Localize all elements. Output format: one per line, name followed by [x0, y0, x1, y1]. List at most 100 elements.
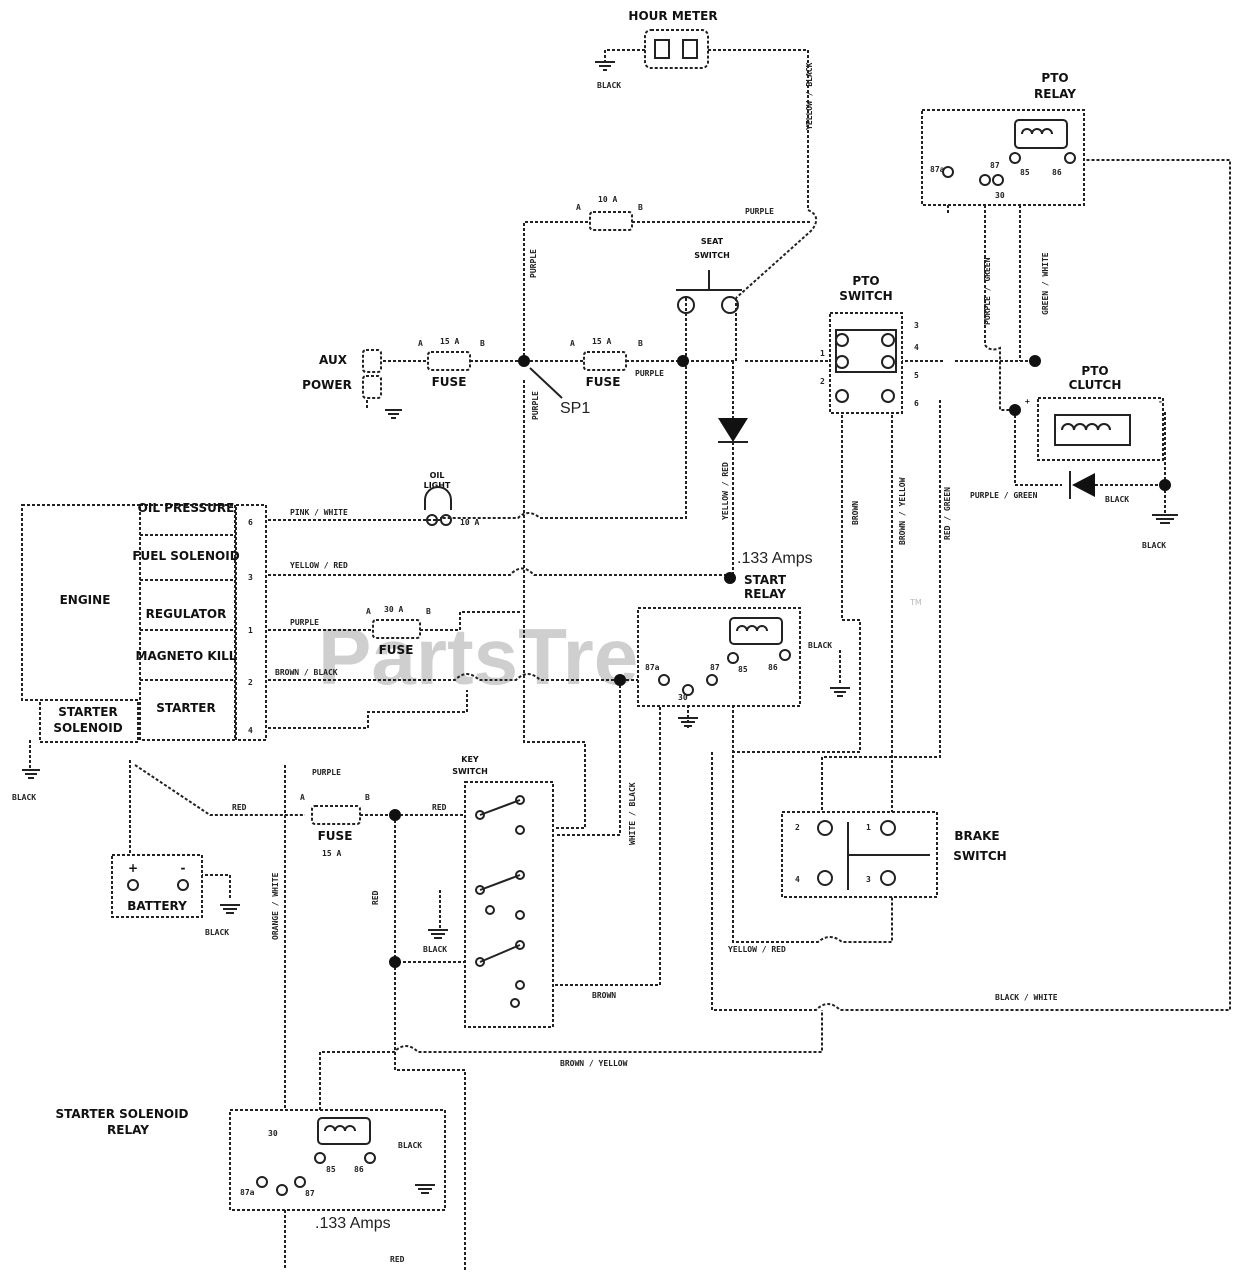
pto-relay-pin-87a: 87a — [930, 165, 945, 174]
wire-brown-key: BROWN — [592, 991, 616, 1000]
ss-relay-pin-86: 86 — [354, 1165, 364, 1174]
wire-red-battery: RED — [232, 803, 247, 812]
wire-black-key: BLACK — [423, 945, 447, 954]
bat-fuse-rating: 15 A — [322, 849, 341, 858]
hour-fuse-a: A — [576, 203, 581, 212]
junction-clutch — [1009, 404, 1021, 416]
ss-relay-ground-wire: BLACK — [398, 1141, 422, 1150]
diode — [718, 418, 748, 442]
oil-light-label-1: OIL — [430, 471, 445, 480]
wire-purple-reg: PURPLE — [290, 618, 319, 627]
junction-start — [724, 572, 736, 584]
main-fuse-rating: 15 A — [592, 337, 611, 346]
oil-light-amps: 10 A — [460, 518, 479, 527]
start-relay-ground-wire: BLACK — [808, 641, 832, 650]
bat-fuse-b: B — [365, 793, 370, 802]
pto-relay-label-1: PTO — [1041, 71, 1068, 85]
pto-relay: PTO RELAY 87a 30 85 86 87 — [921, 71, 1085, 206]
battery-ground-wire: BLACK — [205, 928, 229, 937]
hour-meter-ground-wire: BLACK — [597, 81, 621, 90]
wire-purple-starter: PURPLE — [312, 768, 341, 777]
terminal-label-fuel: FUEL SOLENOID — [132, 549, 239, 563]
wire-labels: PURPLE PURPLE PURPLE PURPLE YELLOW / BLA… — [232, 62, 1166, 1264]
wire-red-bottom: RED — [390, 1255, 405, 1264]
brake-pin-1: 1 — [866, 823, 871, 832]
wire-yellow-red: YELLOW / RED — [290, 561, 348, 570]
starter-solenoid-label-1: STARTER — [58, 705, 118, 719]
wire-brown-yellow-v: BROWN / YELLOW — [898, 477, 907, 545]
aux-fuse-a: A — [418, 339, 423, 348]
wire-yellow-red-v: YELLOW / RED — [721, 462, 730, 520]
wire-black-ground: BLACK — [1142, 541, 1166, 550]
aux-fuse-label: FUSE — [432, 375, 467, 389]
reg-fuse-label: FUSE — [379, 643, 414, 657]
junction-dots — [389, 355, 1171, 968]
start-relay-pin-87a: 87a — [645, 663, 660, 672]
pto-pin-3: 3 — [914, 321, 919, 330]
sp1-leader — [529, 367, 563, 399]
engine-terminals: OIL PRESSURE 6 FUEL SOLENOID 3 REGULATOR… — [132, 501, 253, 735]
engine: ENGINE STARTER SOLENOID BLACK — [12, 504, 267, 802]
start-relay: .133 Amps START RELAY 87a 30 87 85 86 BL… — [637, 550, 850, 727]
bat-fuse-a: A — [300, 793, 305, 802]
start-relay-pin-30: 30 — [678, 693, 688, 702]
ss-relay-pin-87: 87 — [305, 1189, 315, 1198]
aux-fuse: A 15 A B FUSE — [418, 337, 485, 389]
pto-pin-5: 5 — [914, 371, 919, 380]
bat-fuse-label: FUSE — [318, 829, 353, 843]
start-relay-pin-86: 86 — [768, 663, 778, 672]
hour-meter: HOUR METER BLACK — [595, 9, 718, 90]
start-relay-amps: .133 Amps — [737, 550, 813, 567]
wire-orange-white: ORANGE / WHITE — [271, 872, 280, 940]
aux-fuse-b: B — [480, 339, 485, 348]
ss-relay-pin-30: 30 — [268, 1129, 278, 1138]
junction-seat — [677, 355, 689, 367]
wire-brown: BROWN — [851, 501, 860, 525]
regulator-fuse: A 30 A B FUSE — [366, 605, 431, 657]
seat-switch: SEAT SWITCH — [676, 237, 742, 314]
brake-pin-3: 3 — [866, 875, 871, 884]
brake-pin-2: 2 — [795, 823, 800, 832]
pto-relay-label-2: RELAY — [1034, 87, 1076, 101]
wire-purple-green-2: PURPLE / GREEN — [970, 491, 1038, 500]
wire-yellow-black: YELLOW / BLACK — [805, 62, 814, 130]
junction-sp1 — [518, 355, 530, 367]
ss-relay-amps: .133 Amps — [315, 1215, 391, 1232]
terminal-pin-oil: 6 — [248, 518, 253, 527]
wire-purple-green: PURPLE / GREEN — [983, 257, 992, 325]
wire-pink-white: PINK / WHITE — [290, 508, 348, 517]
start-relay-pin-85: 85 — [738, 665, 748, 674]
engine-ground-wire: BLACK — [12, 793, 36, 802]
aux-power: AUX POWER — [302, 349, 402, 419]
battery-label: BATTERY — [127, 899, 187, 913]
wire-brown-yellow: BROWN / YELLOW — [560, 1059, 628, 1068]
reg-fuse-a: A — [366, 607, 371, 616]
seat-switch-label-2: SWITCH — [694, 251, 730, 260]
sp1-label: SP1 — [560, 400, 590, 417]
terminal-pin-starter: 4 — [248, 726, 253, 735]
start-relay-label-1: START — [744, 573, 787, 587]
pto-clutch: PTO CLUTCH + - — [1025, 364, 1178, 524]
pto-switch-label-1: PTO — [852, 274, 879, 288]
pto-clutch-pos: + — [1025, 397, 1030, 406]
hour-meter-fuse: A 10 A B — [576, 195, 643, 231]
junction-pto — [1029, 355, 1041, 367]
terminal-pin-magneto: 2 — [248, 678, 253, 687]
wire-red-v: RED — [371, 890, 380, 905]
pto-relay-pin-87: 87 — [990, 161, 1000, 170]
engine-label: ENGINE — [60, 593, 111, 607]
pto-clutch-label-2: CLUTCH — [1069, 378, 1122, 392]
ss-relay-label-2: RELAY — [107, 1123, 149, 1137]
battery-neg: - — [181, 861, 186, 875]
key-switch-label-1: KEY — [461, 755, 479, 764]
wire-purple-v2: PURPLE — [531, 391, 540, 420]
brake-switch: 2 1 4 3 BRAKE SWITCH — [781, 811, 1007, 898]
brake-switch-label-2: SWITCH — [953, 849, 1006, 863]
starter-solenoid-label-2: SOLENOID — [53, 721, 122, 735]
junction-diode — [1159, 479, 1171, 491]
pto-pin-6: 6 — [914, 399, 919, 408]
wire-brown-black: BROWN / BLACK — [275, 668, 338, 677]
pto-relay-pin-85: 85 — [1020, 168, 1030, 177]
main-fuse: A 15 A B FUSE — [570, 337, 643, 389]
hour-fuse-rating: 10 A — [598, 195, 617, 204]
